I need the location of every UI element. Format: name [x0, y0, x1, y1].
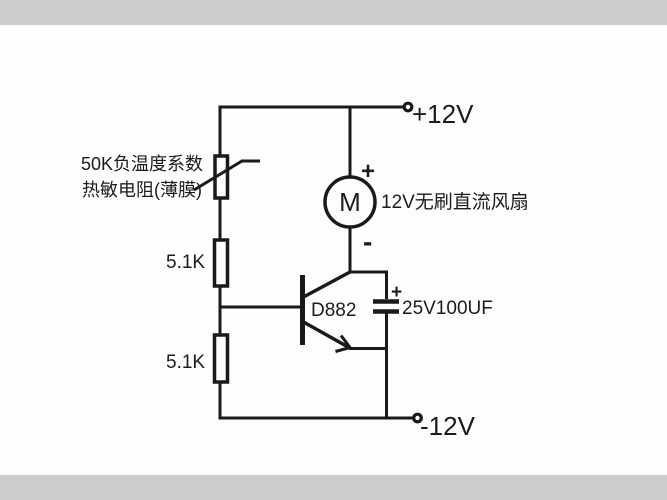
supply-negative-label: -12V — [420, 411, 475, 441]
resistor-bottom-label: 5.1K — [166, 352, 206, 373]
transistor-emitter — [302, 320, 350, 350]
letterbox-bottom-bar — [0, 475, 667, 500]
resistor-top-label: 5.1K — [166, 252, 206, 273]
thermistor-label-line1: 50K负温度系数 — [80, 154, 204, 174]
terminal-dot-negative — [412, 412, 423, 424]
motor-letter: M — [339, 187, 361, 217]
resistor-bottom-body — [212, 333, 230, 384]
capacitor-plus-label: + — [391, 282, 403, 303]
resistor-top-body — [212, 238, 230, 288]
supply-positive-label: +12V — [412, 99, 474, 129]
transistor-collector — [302, 270, 351, 299]
motor-minus-label: - — [363, 226, 373, 257]
thermistor-label: 50K负温度系数 热敏电阻(薄膜) — [78, 151, 206, 203]
letterbox-top-bar — [0, 0, 667, 25]
terminal-dot-positive — [402, 101, 414, 113]
capacitor-label: 25V100UF — [402, 298, 493, 319]
motor-plus-label: + — [361, 158, 376, 185]
thermistor-arrow — [193, 159, 260, 192]
thermistor-label-line2: 热敏电阻(薄膜) — [82, 180, 202, 200]
transistor-label: D882 — [311, 300, 357, 321]
fan-label: 12V无刷直流风扇 — [381, 192, 529, 213]
